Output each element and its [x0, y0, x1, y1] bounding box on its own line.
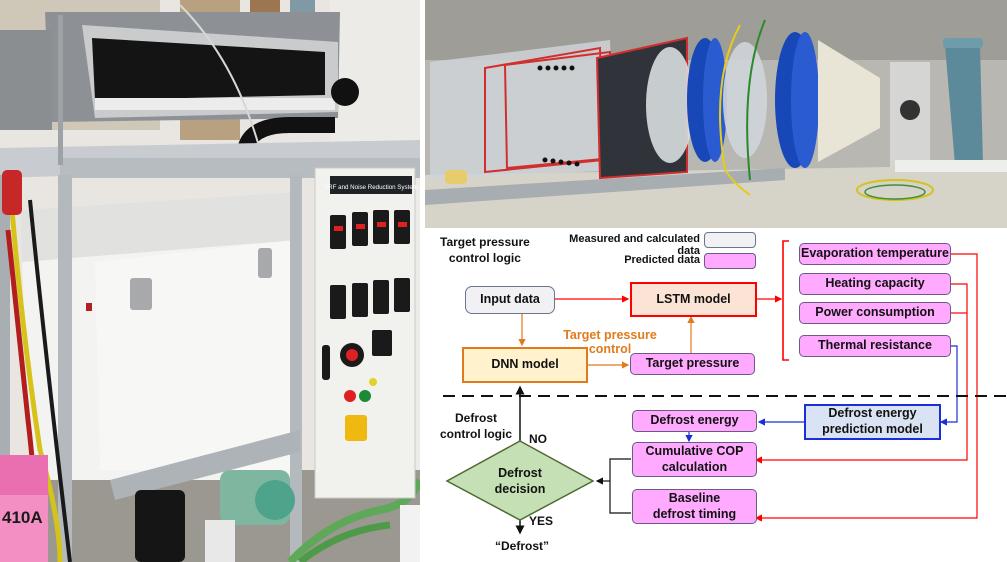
- label-no: NO: [529, 432, 547, 446]
- refrigerant-label: 410A: [2, 508, 43, 527]
- node-evaporation-temperature: Evaporation temperature: [799, 243, 951, 265]
- arrow-capacity-power-to-cop: [754, 283, 968, 464]
- node-label-line: Defrost energy: [828, 406, 917, 421]
- section-heading-line: Defrost: [454, 411, 497, 425]
- node-label-line: Cumulative COP: [645, 443, 744, 458]
- node-defrost-energy-prediction-model: Defrost energy prediction model: [804, 404, 941, 440]
- node-defrost-energy: Defrost energy: [632, 410, 757, 432]
- label-line: Target pressure: [563, 328, 657, 342]
- section-heading-line: control logic: [440, 427, 512, 442]
- node-input-data: Input data: [465, 286, 555, 314]
- node-cumulative-cop-calculation: Cumulative COP calculation: [632, 442, 757, 477]
- node-label-line: calculation: [661, 459, 728, 474]
- label-yes: YES: [529, 514, 554, 528]
- section-heading-defrost: Defrost control logic: [440, 410, 512, 442]
- node-target-pressure: Target pressure: [630, 353, 755, 375]
- defrost-decision-diamond: [445, 440, 595, 521]
- section-heading-target-pressure: Target pressure control logic: [440, 234, 530, 266]
- label-line: control: [588, 342, 632, 357]
- node-lstm-model: LSTM model: [630, 282, 757, 317]
- node-label-line: defrost timing: [652, 506, 737, 521]
- output-bracket: [782, 240, 789, 361]
- node-heating-capacity: Heating capacity: [799, 273, 951, 295]
- photo-vrf-test-rig: VRF and Noise Reduction System 410A: [0, 0, 420, 562]
- node-baseline-defrost-timing: Baseline defrost timing: [632, 489, 757, 524]
- node-label-line: Baseline: [668, 490, 721, 505]
- node-dnn-model: DNN model: [462, 347, 588, 383]
- panel-label: VRF and Noise Reduction System: [324, 184, 418, 191]
- node-thermal-resistance: Thermal resistance: [799, 335, 951, 357]
- legend-predicted-swatch: [704, 253, 756, 269]
- nozzle-cone: [818, 40, 880, 162]
- compressor: [135, 490, 185, 562]
- legend-measured-swatch: [704, 232, 756, 248]
- section-heading-line: control logic: [448, 251, 521, 266]
- bracket-to-decision: [609, 458, 631, 514]
- node-power-consumption: Power consumption: [799, 302, 951, 324]
- control-logic-diagram: Defrost decision Target pressure control…: [425, 228, 1007, 562]
- wind-tunnel-illustration: [425, 0, 1007, 228]
- node-label-line: prediction model: [822, 422, 923, 436]
- arrow-thermal-resistance-to-prediction: [939, 345, 958, 426]
- label-defrost-output: “Defrost”: [495, 539, 550, 553]
- decision-label-line1: Defrost: [498, 466, 543, 480]
- label-target-pressure-control: Target pressure control: [555, 328, 665, 357]
- section-heading-line: Target pressure: [440, 235, 530, 249]
- vrf-rig-illustration: VRF and Noise Reduction System 410A: [0, 0, 420, 562]
- blower: [945, 45, 983, 172]
- legend-predicted-label: Predicted data: [624, 254, 700, 266]
- legend-measured-label: Measured and calculated data: [569, 233, 700, 257]
- photo-wind-tunnel: [425, 0, 1007, 228]
- arrow-evaporation-to-baseline: [754, 253, 978, 522]
- decision-label-line2: decision: [495, 482, 546, 496]
- diagram-connectors: Defrost decision: [443, 240, 1007, 535]
